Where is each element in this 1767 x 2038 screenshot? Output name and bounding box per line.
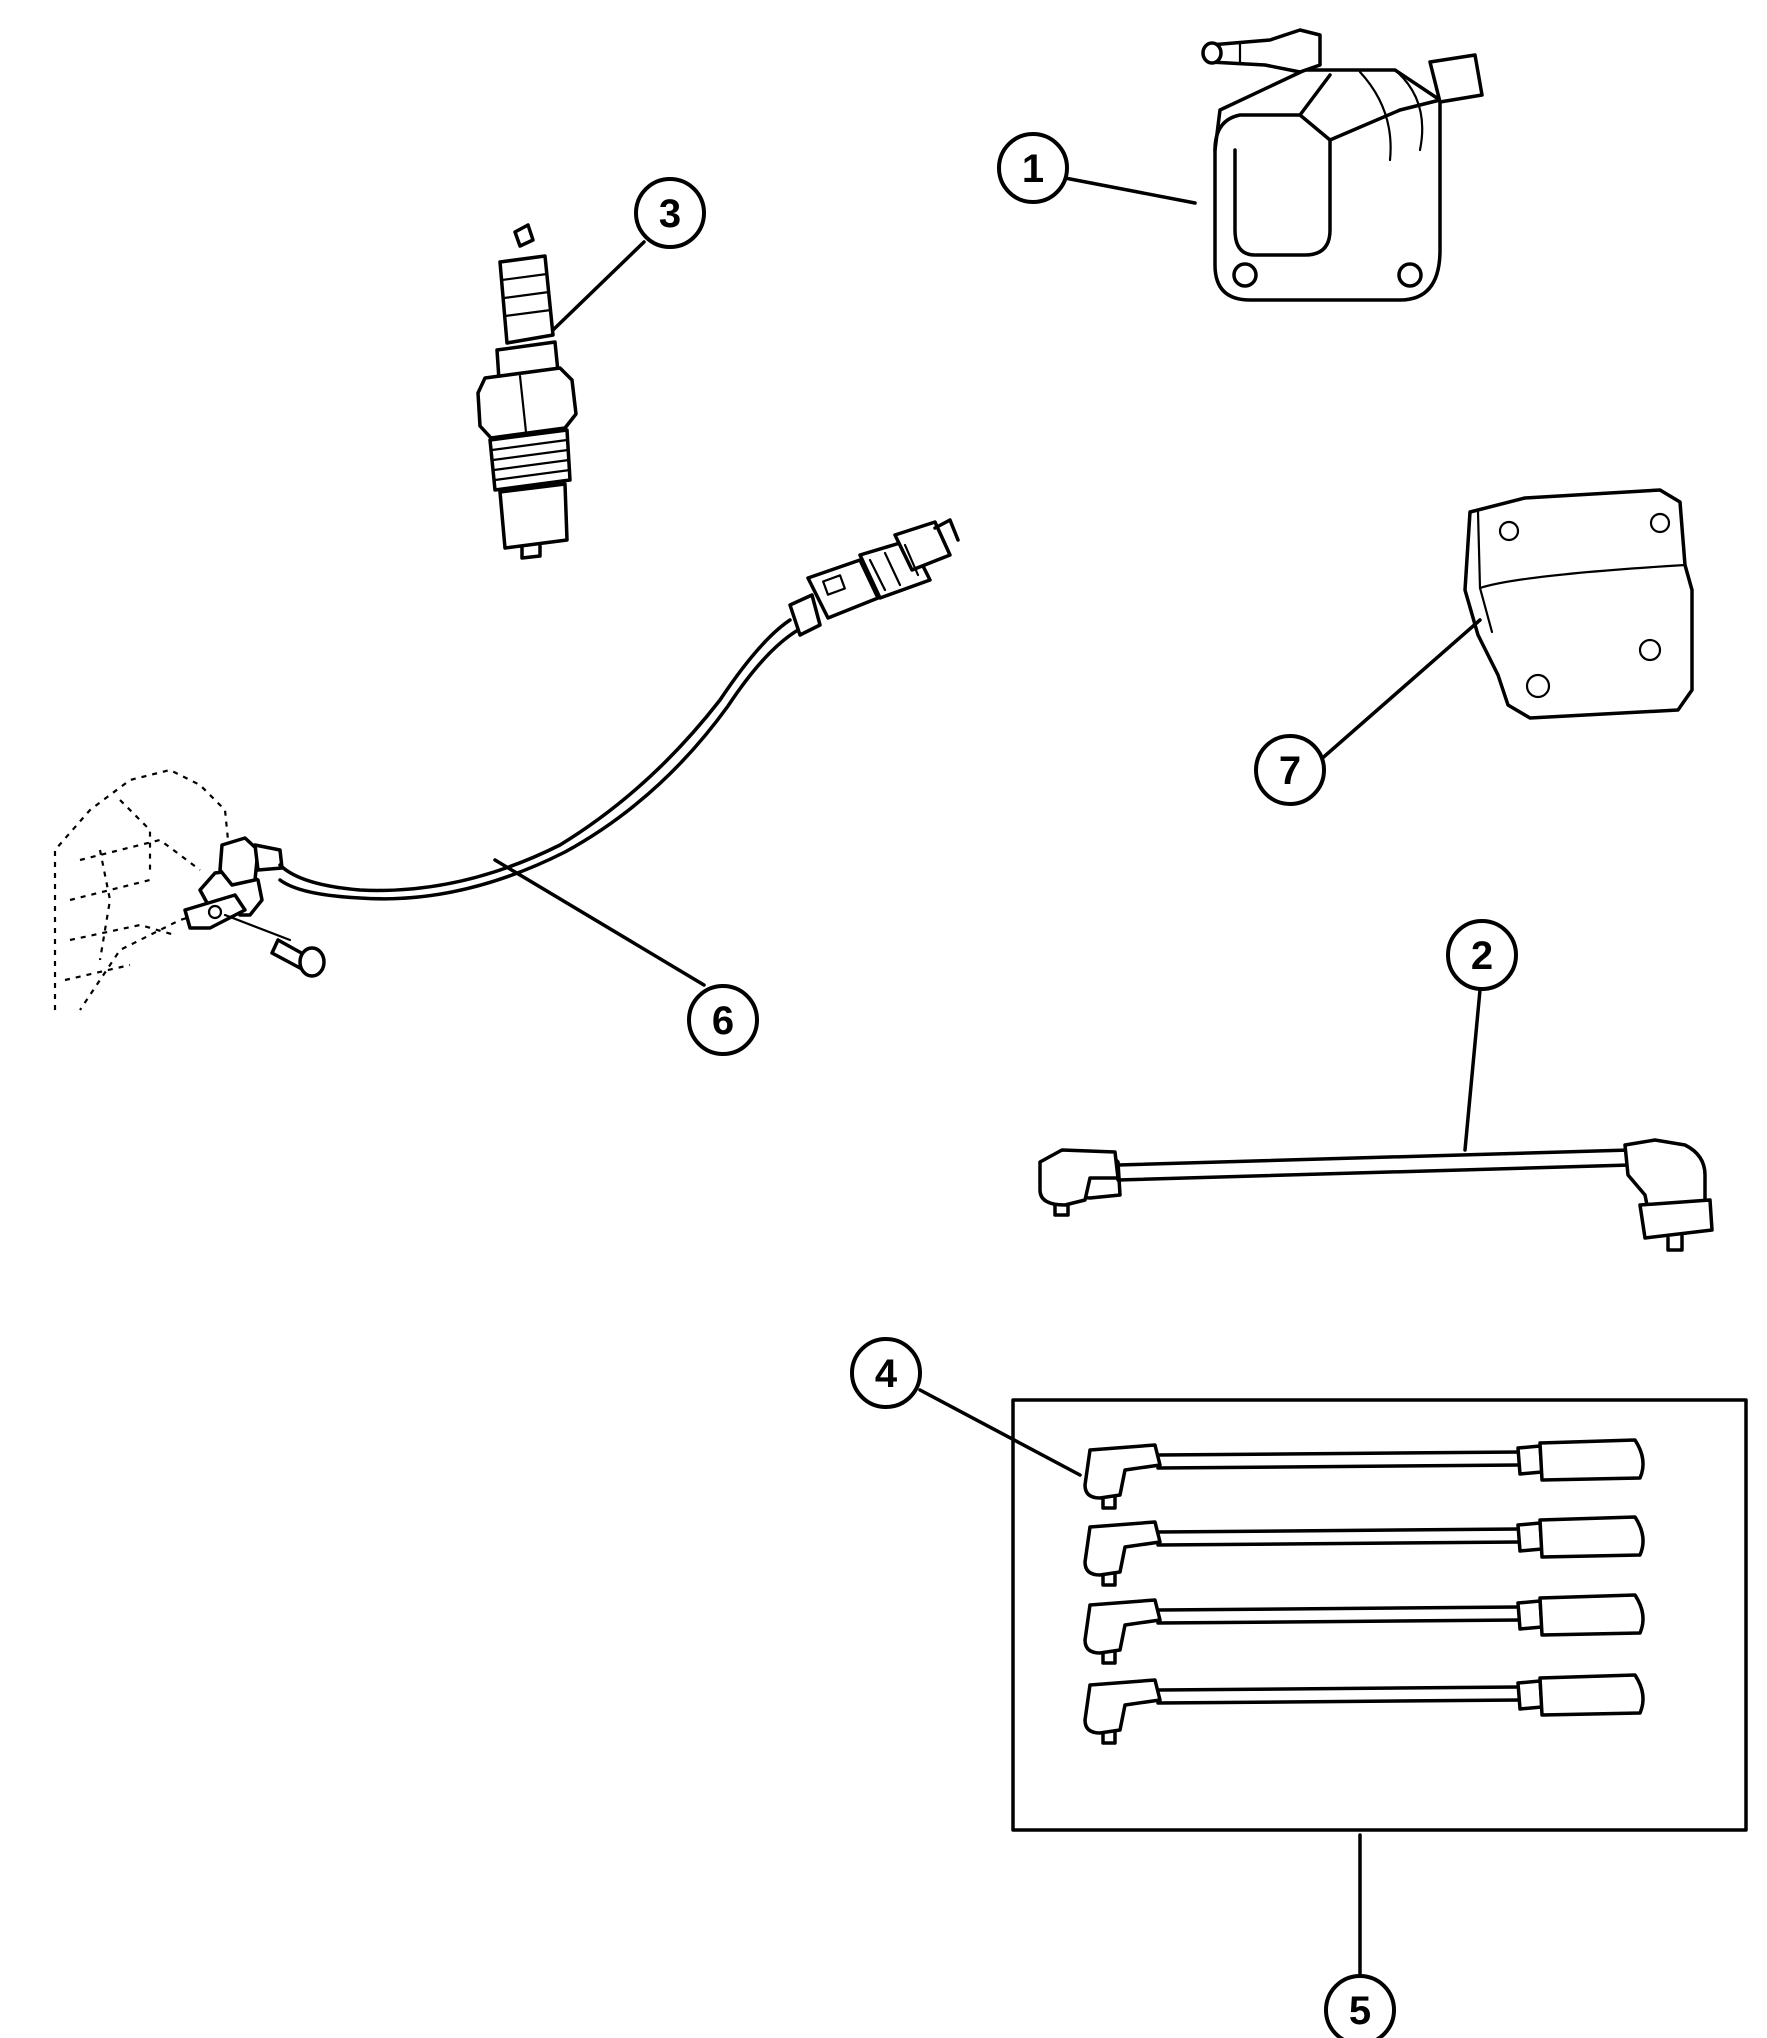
lead-row-2 xyxy=(1083,1515,1645,1587)
callout-6: 6 xyxy=(687,984,759,1056)
sensor-harness xyxy=(53,518,960,1011)
callout-1-label: 1 xyxy=(1022,147,1044,191)
spark-plug xyxy=(476,223,578,560)
callout-3-label: 3 xyxy=(659,192,681,236)
coil-lead xyxy=(1038,1138,1714,1252)
callout-5: 5 xyxy=(1324,1974,1396,2038)
callout-2-label: 2 xyxy=(1471,934,1493,978)
leader-lines xyxy=(493,176,1482,1977)
callout-7-label: 7 xyxy=(1279,749,1301,793)
callout-1: 1 xyxy=(997,132,1069,204)
callout-4: 4 xyxy=(850,1337,922,1409)
mounting-bracket xyxy=(1463,488,1694,720)
callout-2: 2 xyxy=(1446,919,1518,991)
ignition-coil xyxy=(1201,28,1484,302)
callout-3: 3 xyxy=(634,177,706,249)
callout-6-label: 6 xyxy=(712,999,734,1043)
spark-plug-lead-set xyxy=(1011,1398,1748,1832)
callout-7: 7 xyxy=(1254,734,1326,806)
lead-row-1 xyxy=(1083,1438,1645,1510)
callout-5-label: 5 xyxy=(1349,1989,1371,2033)
lead-row-3 xyxy=(1083,1593,1645,1665)
lead-row-4 xyxy=(1083,1673,1645,1745)
callout-4-label: 4 xyxy=(875,1352,898,1396)
